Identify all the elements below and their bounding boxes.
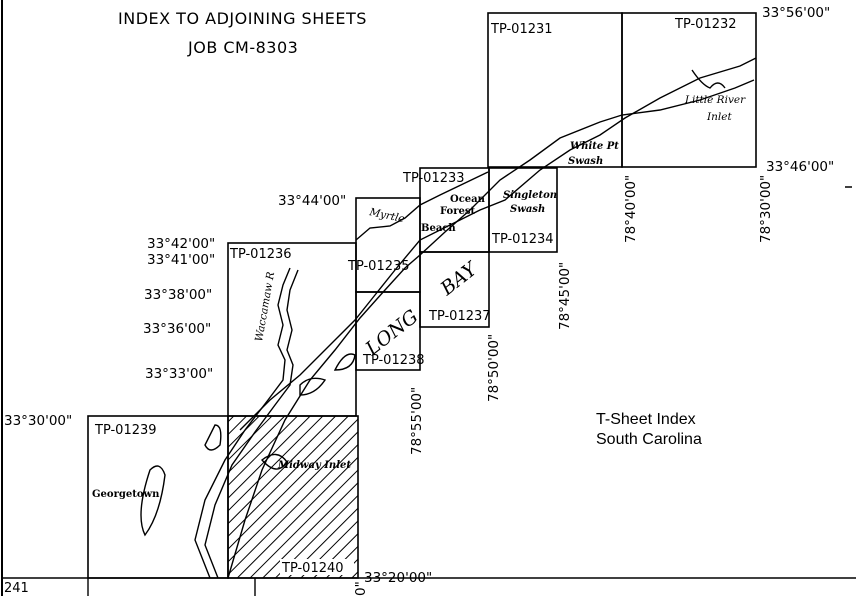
- place-name: Midway Inlet: [277, 460, 351, 471]
- waccamaw-river-bank: [204, 269, 299, 579]
- place-name: Myrtle: [367, 206, 405, 225]
- longitude-label: 78°40'00": [623, 175, 639, 243]
- sheet-label: TP-01231: [490, 22, 553, 37]
- sheet-label: TP-01240: [281, 561, 344, 576]
- sheet-tp-01234[interactable]: [488, 167, 558, 253]
- place-name-bay: BAY: [436, 257, 483, 301]
- place-name: Little River: [684, 94, 746, 106]
- latitude-label: 33°41'00": [147, 252, 215, 268]
- longitude-label: 78°30'00": [758, 175, 774, 243]
- latitude-label: 33°38'00": [144, 287, 212, 303]
- latitude-label: 33°44'00": [278, 193, 346, 209]
- georgetown-shoreline: [140, 424, 222, 537]
- latitude-label: 33°20'00": [364, 570, 432, 586]
- title-line-2: JOB CM-8303: [187, 38, 298, 57]
- legend-line-2: South Carolina: [596, 431, 702, 448]
- sheet-label: TP-01236: [229, 247, 292, 262]
- place-name: Waccamaw R: [253, 271, 277, 343]
- longitude-label: 78°50'00": [486, 334, 502, 402]
- latitude-label: 33°56'00": [762, 5, 830, 21]
- place-name: Beach: [421, 223, 456, 234]
- sheet-tp-01240[interactable]: [227, 415, 359, 579]
- waccamaw-river: [194, 267, 291, 579]
- legend-line-1: T-Sheet Index: [596, 411, 696, 428]
- coastline-outer: [239, 57, 757, 431]
- sheet-label: TP-01234: [491, 232, 554, 247]
- latitude-label: 33°46'00": [766, 159, 834, 175]
- longitude-label: 78°45'00": [557, 262, 573, 330]
- title-line-1: INDEX TO ADJOINING SHEETS: [118, 9, 367, 28]
- place-name: White Pt: [570, 141, 619, 152]
- place-name: Forest: [440, 206, 475, 217]
- place-name: Ocean: [450, 194, 486, 205]
- coastline-inner: [227, 79, 755, 579]
- little-river-inlet-shape: [691, 69, 726, 89]
- sheet-label: TP-01233: [402, 171, 465, 186]
- latitude-label: 33°36'00": [143, 321, 211, 337]
- sheet-tp-01240-hatch: [228, 416, 358, 578]
- place-name: Swash: [510, 204, 545, 215]
- midway-inlet-shape: [260, 453, 288, 470]
- place-name: Singleton: [503, 190, 557, 201]
- latitude-label: 33°30'00": [4, 413, 72, 429]
- latitude-label: 33°33'00": [145, 366, 213, 382]
- inlet-islands: [299, 353, 356, 396]
- sheet-label: TP-01238: [362, 353, 425, 368]
- sheet-tp-01237[interactable]: [419, 251, 490, 328]
- latitude-label: 33°42'00": [147, 236, 215, 252]
- sheet-label: TP-01235: [347, 259, 410, 274]
- place-name: Inlet: [706, 111, 732, 123]
- sheet-label: TP-01232: [674, 17, 737, 32]
- label-backdrop: [280, 559, 354, 575]
- longitude-label: 78°55'00": [409, 387, 425, 455]
- place-name: Georgetown: [92, 489, 160, 500]
- place-name: Swash: [568, 156, 603, 167]
- sheet-label: TP-01237: [428, 309, 491, 324]
- sheet-tp-01232[interactable]: [621, 12, 757, 168]
- sheet-label: 241: [4, 581, 29, 596]
- longitude-label: 0": [353, 581, 369, 596]
- sheet-label: TP-01239: [94, 423, 157, 438]
- myrtle-shore: [355, 171, 489, 241]
